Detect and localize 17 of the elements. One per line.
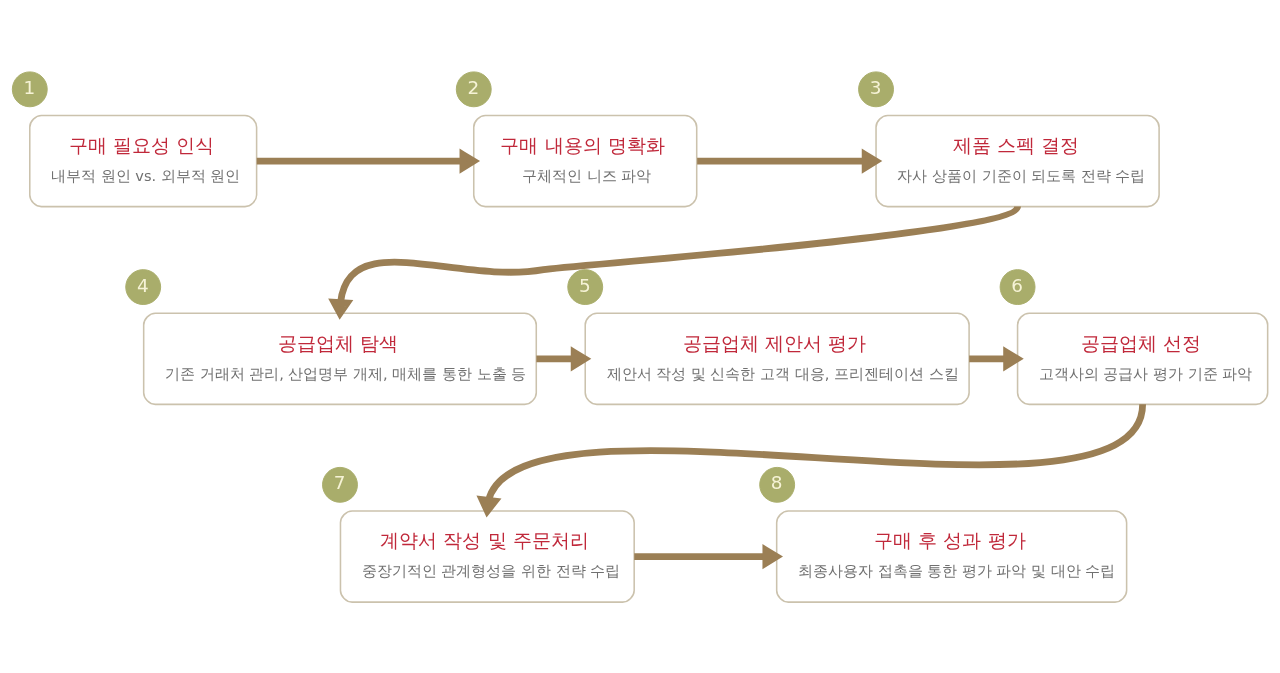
node-box: 구매 후 성과 평가 최종사용자 접촉을 통한 평가 파악 및 대안 수립 [775, 509, 1128, 603]
node-box: 공급업체 제안서 평가 제안서 작성 및 신속한 고객 대응, 프리젠테이션 스킬 [584, 311, 970, 405]
node-circle: 6 [999, 268, 1036, 305]
node-box: 구매 필요성 인식 내부적 원인 vs. 외부적 원인 [29, 114, 258, 207]
node-circle: 7 [322, 466, 358, 503]
node-circle: 2 [455, 70, 492, 107]
node-box: 계약서 작성 및 주문처리 중장기적인 관계형성을 위한 전략 수립 [339, 509, 635, 603]
arrow [256, 147, 481, 174]
node-circle: 5 [567, 268, 604, 305]
node-box: 공급업체 선정 고객사의 공급사 평가 기준 파악 [1016, 311, 1269, 405]
node-box: 공급업체 탐색 기존 거래처 관리, 산업명부 개제, 매체를 통한 노출 등 [142, 311, 538, 405]
node-circle: 8 [759, 466, 796, 503]
node-box: 구매 내용의 명확화 구체적인 니즈 파악 [472, 114, 698, 207]
node-box: 제품 스펙 결정 자사 상품이 기준이 되도록 전략 수립 [875, 114, 1160, 207]
node-circle: 3 [858, 70, 894, 107]
node-circle: 1 [11, 70, 48, 107]
node-circle: 4 [125, 268, 162, 305]
